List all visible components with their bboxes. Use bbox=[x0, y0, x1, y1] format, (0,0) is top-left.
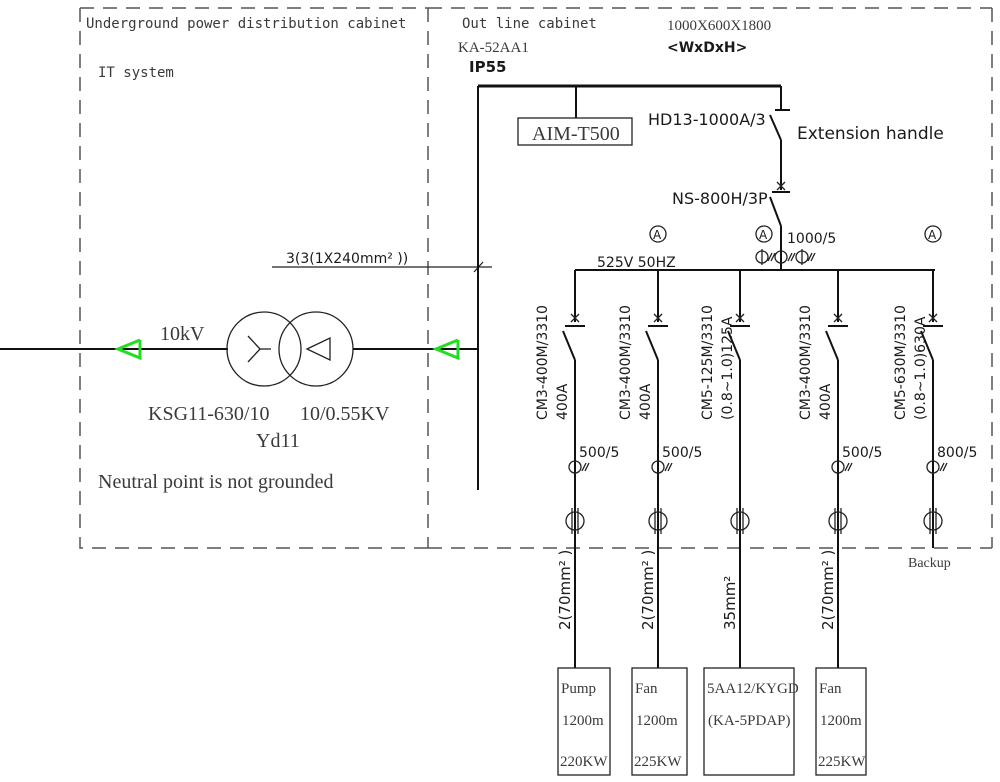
right-cabinet-boundary bbox=[428, 7, 993, 549]
cable-terminal-icon bbox=[565, 511, 585, 531]
terminal-marker-icon bbox=[432, 338, 460, 361]
meter-model: AIM-T500 bbox=[532, 123, 620, 145]
ct-tick bbox=[664, 462, 670, 472]
breaker-cross-icon bbox=[833, 313, 843, 323]
meter-box bbox=[517, 117, 633, 146]
feeder-breaker-model: CM3-400M/3310 bbox=[798, 305, 814, 420]
breaker-switch-icon bbox=[727, 330, 741, 361]
vector-group: Yd11 bbox=[256, 430, 300, 452]
feeder-breaker-rating: 400A bbox=[818, 383, 834, 420]
breaker-cross-icon bbox=[735, 313, 745, 323]
cabinet-code: KA-52AA1 bbox=[458, 40, 529, 56]
svg-text:A: A bbox=[928, 228, 937, 242]
load-power: 225KW bbox=[634, 754, 682, 770]
ammeter-icon: A bbox=[649, 225, 667, 243]
svg-text:A: A bbox=[653, 228, 662, 242]
ct-tick bbox=[847, 462, 853, 472]
feeder-cable-spec: 2(70mm² ) bbox=[556, 550, 574, 630]
current-transformer-icon bbox=[926, 460, 940, 474]
load-length: 1200m bbox=[562, 713, 604, 729]
isolator-note: Extension handle bbox=[797, 124, 944, 144]
breaker-cross-icon bbox=[653, 313, 663, 323]
load-length: 1200m bbox=[820, 713, 862, 729]
left-cabinet-boundary bbox=[79, 7, 429, 549]
feeder-breaker-model: CM3-400M/3310 bbox=[535, 305, 551, 420]
transformer-ratio: 10/0.55KV bbox=[300, 403, 390, 425]
load-box bbox=[703, 667, 795, 776]
load-length: (KA-5PDAP) bbox=[708, 713, 791, 729]
breaker-switch-icon bbox=[562, 330, 576, 361]
cabinet-dimensions: 1000X600X1800 bbox=[667, 18, 771, 34]
feeder-breaker-rating: (0.8~1.0)630A bbox=[913, 316, 929, 420]
feeder-breaker-model: CM3-400M/3310 bbox=[618, 305, 634, 420]
dimensions-unit: <WxDxH> bbox=[667, 40, 747, 56]
incoming-voltage: 10kV bbox=[160, 323, 205, 345]
ct-tick bbox=[844, 462, 850, 472]
isolator-switch-icon bbox=[769, 114, 782, 141]
cable-terminal-icon bbox=[923, 511, 943, 531]
load-box bbox=[631, 667, 688, 776]
load-box bbox=[815, 667, 867, 776]
ammeter-icon: A bbox=[924, 225, 942, 243]
breaker-switch-icon bbox=[825, 330, 839, 361]
feeder-breaker-rating: 400A bbox=[638, 383, 654, 420]
breaker-switch-icon bbox=[920, 330, 934, 361]
system-type-label: IT system bbox=[98, 65, 174, 81]
feeder-cable-spec: 2(70mm² ) bbox=[819, 550, 837, 630]
neutral-note: Neutral point is not grounded bbox=[98, 471, 334, 493]
incoming-cable-spec: 3(3(1X240mm² )) bbox=[286, 251, 408, 267]
ammeter-icon: A bbox=[755, 225, 773, 243]
backup-label: Backup bbox=[908, 556, 951, 571]
current-transformer-icon bbox=[831, 460, 845, 474]
svg-text:A: A bbox=[759, 228, 768, 242]
load-box bbox=[557, 667, 611, 776]
ct-tick bbox=[939, 462, 945, 472]
ct-tick bbox=[942, 462, 948, 472]
transformer-icon bbox=[226, 311, 354, 387]
main-breaker-model: NS-800H/3P bbox=[672, 189, 768, 208]
ip-rating: IP55 bbox=[469, 58, 506, 76]
feeder-ct-ratio: 800/5 bbox=[937, 445, 977, 461]
feeder-breaker-model: CM5-630M/3310 bbox=[893, 305, 909, 420]
bus-label: 525V 50HZ bbox=[597, 255, 676, 271]
feeder-ct-ratio: 500/5 bbox=[662, 445, 702, 461]
load-name: Fan bbox=[635, 681, 658, 697]
load-name: 5AA12/KYGD bbox=[707, 681, 799, 697]
feeder-ct-ratio: 500/5 bbox=[842, 445, 882, 461]
breaker-cross-icon bbox=[570, 313, 580, 323]
ct-tick bbox=[667, 462, 673, 472]
feeder-cable-spec: 35mm² bbox=[721, 576, 739, 630]
feeder-ct-ratio: 500/5 bbox=[579, 445, 619, 461]
terminal-marker-icon bbox=[114, 338, 142, 361]
feeder-breaker-model: CM5-125M/3310 bbox=[700, 305, 716, 420]
feeder-cable-spec: 2(70mm² ) bbox=[639, 550, 657, 630]
breaker-cross-icon bbox=[928, 313, 938, 323]
left-cabinet-title: Underground power distribution cabinet bbox=[86, 16, 406, 32]
main-breaker-icon bbox=[769, 181, 790, 227]
ct-tick bbox=[581, 462, 587, 472]
cable-terminal-icon bbox=[730, 511, 750, 531]
feeder-breaker-rating: (0.8~1.0)125A bbox=[720, 316, 736, 420]
breaker-switch-icon bbox=[645, 330, 659, 361]
isolator-model: HD13-1000A/3 bbox=[648, 110, 766, 129]
load-power: 220KW bbox=[560, 754, 608, 770]
current-transformer-icon bbox=[651, 460, 665, 474]
cable-terminal-icon bbox=[828, 511, 848, 531]
transformer-model: KSG11-630/10 bbox=[148, 403, 269, 425]
load-name: Pump bbox=[561, 681, 596, 697]
load-length: 1200m bbox=[636, 713, 678, 729]
cable-terminal-icon bbox=[648, 511, 668, 531]
ct-tick bbox=[584, 462, 590, 472]
load-power: 225KW bbox=[818, 754, 866, 770]
feeder-breaker-rating: 400A bbox=[555, 383, 571, 420]
right-cabinet-title: Out line cabinet bbox=[462, 16, 597, 32]
main-ct-ratio: 1000/5 bbox=[787, 231, 836, 247]
load-name: Fan bbox=[819, 681, 842, 697]
current-transformer-icon bbox=[568, 460, 582, 474]
current-transformer-icon bbox=[755, 249, 816, 265]
